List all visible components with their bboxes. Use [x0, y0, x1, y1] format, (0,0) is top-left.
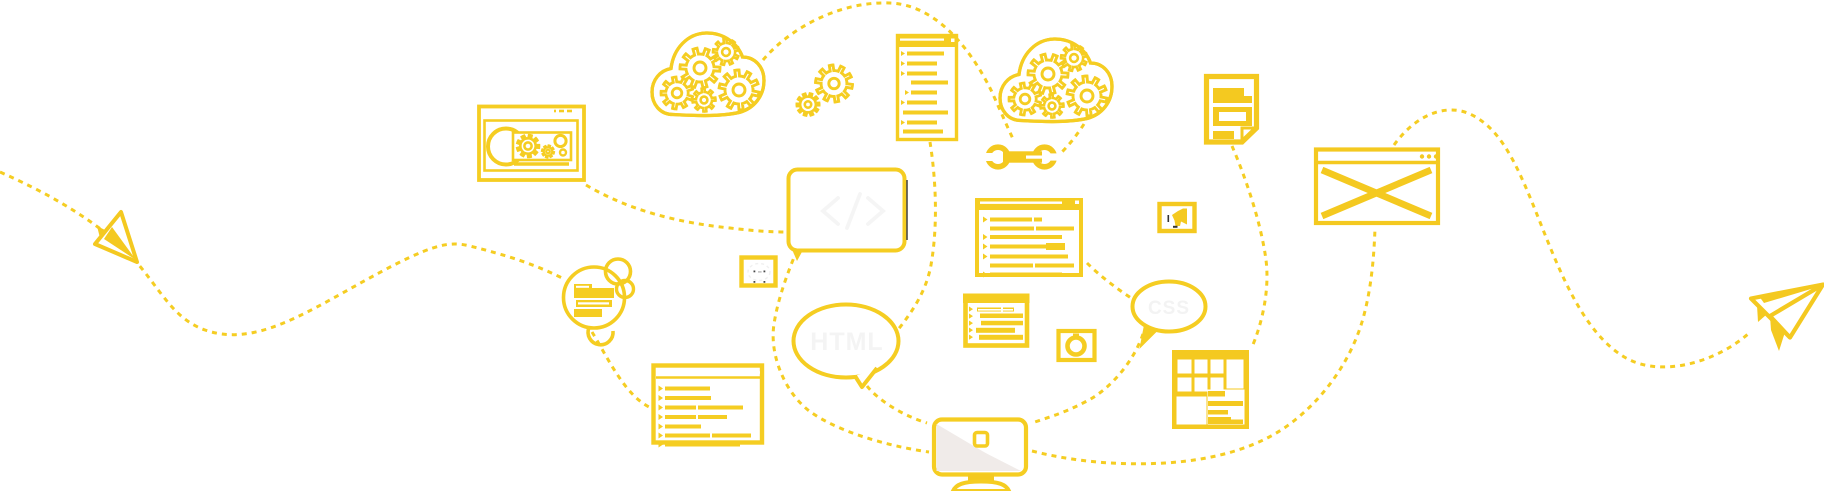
- svg-text:HTML: HTML: [810, 328, 883, 356]
- svg-text:CSS: CSS: [1148, 298, 1190, 319]
